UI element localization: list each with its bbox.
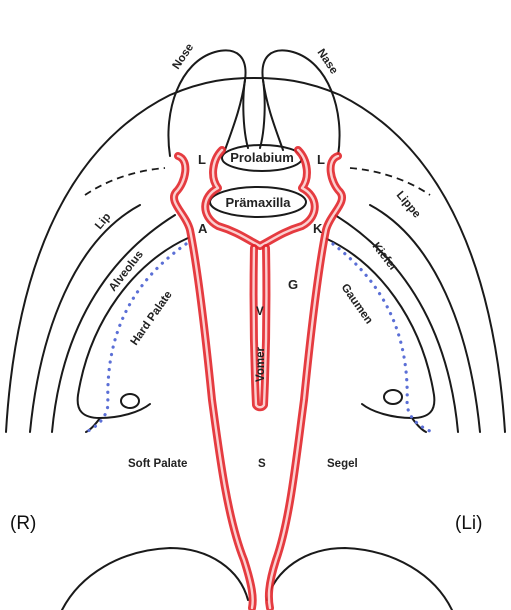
hard-palate-shelf-left <box>325 238 434 418</box>
label-nase: Nase <box>315 47 340 77</box>
label-premaxilla: Prämaxilla <box>225 195 291 210</box>
label-side-right: (R) <box>10 513 36 534</box>
alveolus-arch-left <box>335 215 458 432</box>
label-kiefer: Kiefer <box>370 240 400 273</box>
label-soft-palate: Soft Palate <box>128 458 187 470</box>
label-hard-palate: Hard Palate <box>129 289 175 348</box>
label-s: S <box>258 458 266 470</box>
label-nose: Nose <box>171 42 197 72</box>
label-side-left: (Li) <box>455 513 482 534</box>
palatine-foramen-left <box>384 390 402 404</box>
label-a: A <box>198 221 208 236</box>
label-vomer: Vomer <box>255 347 267 382</box>
label-lip: Lip <box>93 211 113 232</box>
alveolus-arch-right <box>52 215 175 432</box>
label-k: K <box>313 221 323 236</box>
label-v: V <box>256 306 264 318</box>
label-gaumen: Gaumen <box>339 282 375 327</box>
label-l-left: L <box>317 152 325 167</box>
palate-base-left <box>412 418 426 432</box>
lip-dash-right <box>85 168 165 195</box>
bottom-arc-left <box>267 548 452 610</box>
label-g: G <box>288 277 298 292</box>
label-l-right: L <box>198 152 206 167</box>
palatine-foramen-right <box>121 394 139 408</box>
columella <box>243 80 264 148</box>
label-segel: Segel <box>327 458 358 470</box>
label-prolabium: Prolabium <box>230 150 294 165</box>
lip-dash-left <box>350 168 430 195</box>
inner-lip-arch-left <box>370 205 480 432</box>
bottom-arc-right <box>62 548 248 610</box>
label-lippe: Lippe <box>394 189 423 220</box>
